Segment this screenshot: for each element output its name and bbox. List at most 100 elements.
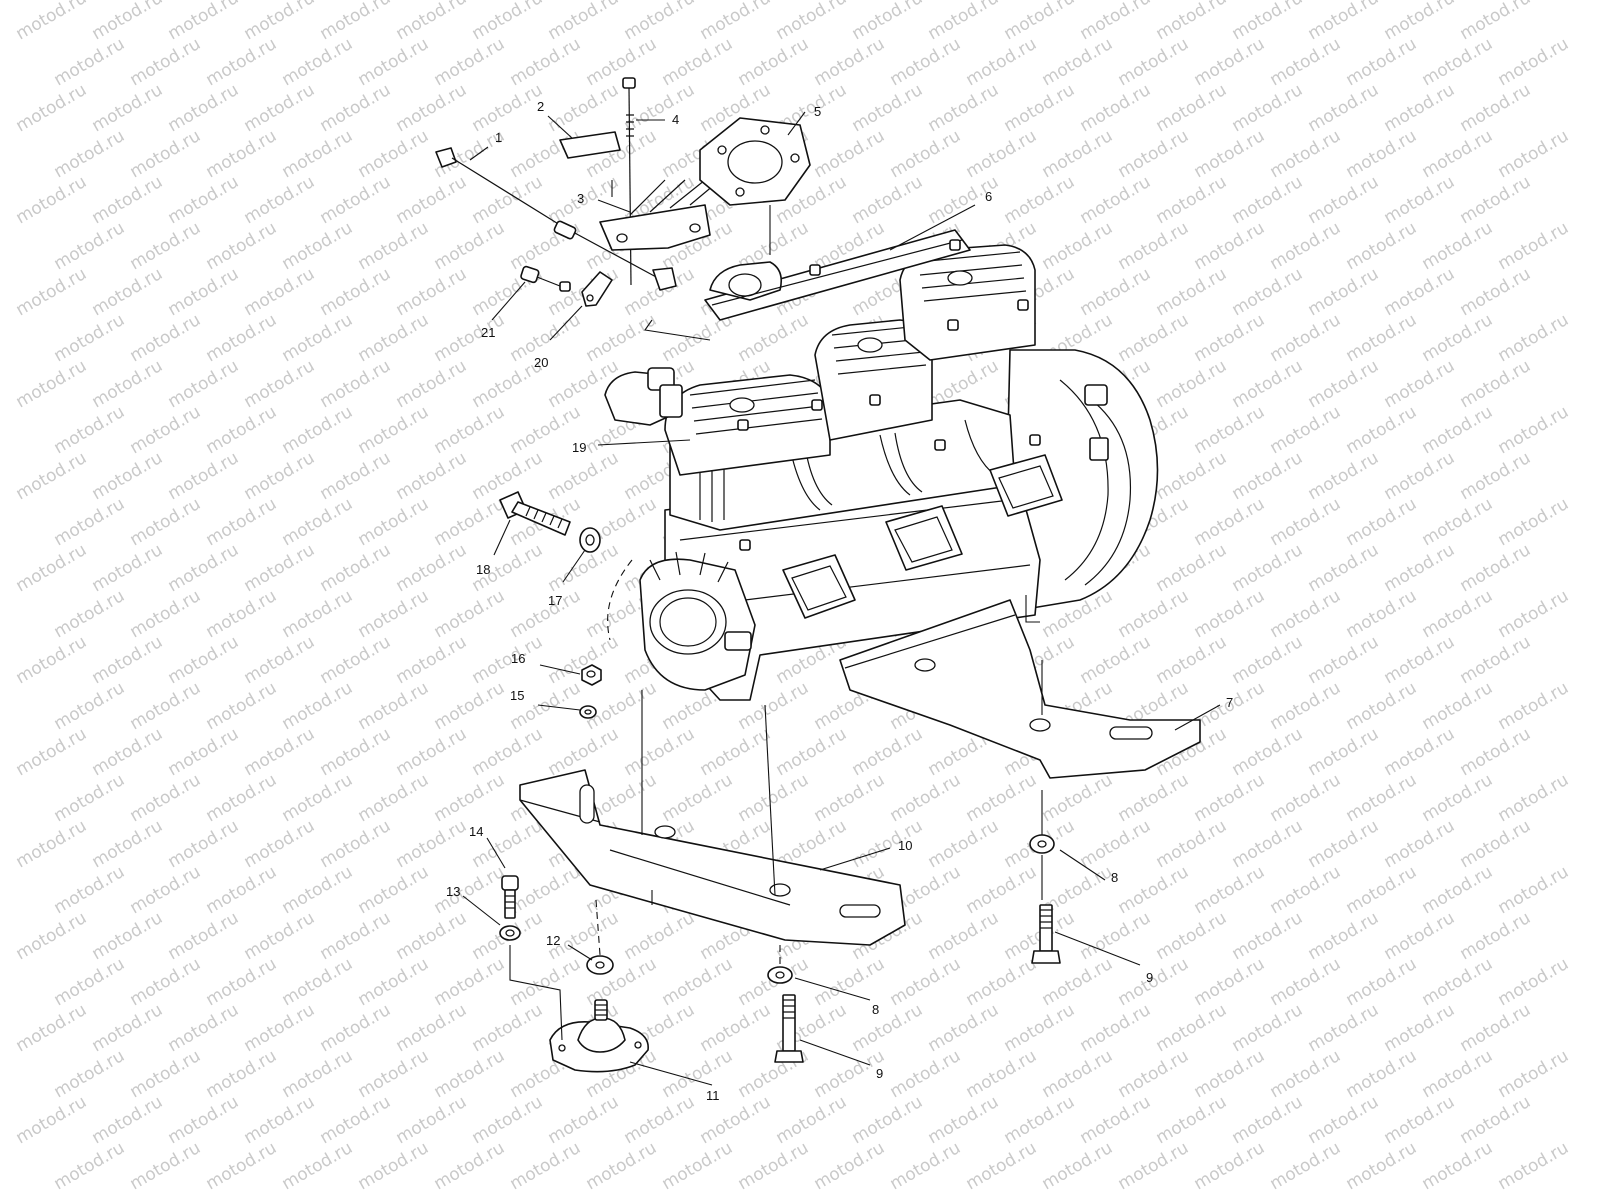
watermark-text: motod.ru	[1457, 540, 1535, 596]
assembly-lines	[509, 180, 1043, 1041]
exhaust-gasket	[699, 117, 811, 206]
watermark-text: motod.ru	[925, 1000, 1003, 1056]
watermark-text: motod.ru	[1191, 34, 1269, 90]
watermark-text: motod.ru	[507, 1138, 585, 1194]
watermark-text: motod.ru	[203, 34, 281, 90]
watermark-text: motod.ru	[1115, 1046, 1193, 1102]
watermark-text: motod.ru	[89, 264, 167, 320]
watermark-text: motod.ru	[393, 816, 471, 872]
watermark-text: motod.ru	[317, 0, 395, 44]
watermark-text: motod.ru	[203, 126, 281, 182]
watermark-text: motod.ru	[431, 862, 509, 918]
watermark-text: motod.ru	[1457, 724, 1535, 780]
watermark-text: motod.ru	[849, 80, 927, 136]
watermark-text: motod.ru	[1077, 264, 1155, 320]
watermark-text: motod.ru	[1267, 1138, 1345, 1194]
watermark-text: motod.ru	[13, 908, 91, 964]
watermark-text: motod.ru	[431, 34, 509, 90]
watermark-text: motod.ru	[1343, 34, 1421, 90]
washer-13	[499, 925, 521, 941]
watermark-text: motod.ru	[355, 402, 433, 458]
watermark-text: motod.ru	[279, 954, 357, 1010]
washer-8-lower	[767, 966, 793, 984]
watermark-text: motod.ru	[165, 80, 243, 136]
watermark-text: motod.ru	[1419, 954, 1497, 1010]
watermark-text: motod.ru	[1229, 1092, 1307, 1148]
watermark-text: motod.ru	[849, 1000, 927, 1056]
watermark-text: motod.ru	[1495, 126, 1573, 182]
watermark-text: motod.ru	[127, 126, 205, 182]
watermark-text: motod.ru	[1457, 448, 1535, 504]
watermark-text: motod.ru	[1115, 34, 1193, 90]
watermark-text: motod.ru	[1229, 632, 1307, 688]
watermark-text: motod.ru	[431, 218, 509, 274]
watermark-text: motod.ru	[355, 1138, 433, 1194]
watermark-text: motod.ru	[279, 770, 357, 826]
watermark-text: motod.ru	[1343, 402, 1421, 458]
watermark-text: motod.ru	[203, 586, 281, 642]
watermark-text: motod.ru	[1305, 632, 1383, 688]
engine-assembly	[604, 229, 1159, 701]
watermark-text: motod.ru	[241, 1092, 319, 1148]
watermark-text: motod.ru	[279, 402, 357, 458]
decal-label	[559, 131, 621, 159]
watermark-text: motod.ru	[13, 356, 91, 412]
watermark-text: motod.ru	[89, 908, 167, 964]
watermark-text: motod.ru	[1001, 80, 1079, 136]
watermark-text: motod.ru	[89, 724, 167, 780]
watermark-text: motod.ru	[165, 1000, 243, 1056]
watermark-text: motod.ru	[849, 0, 927, 44]
watermark-text: motod.ru	[887, 954, 965, 1010]
watermark-text: motod.ru	[241, 448, 319, 504]
watermark-text: motod.ru	[127, 494, 205, 550]
watermark-text: motod.ru	[773, 0, 851, 44]
watermark-text: motod.ru	[1191, 402, 1269, 458]
watermark-text: motod.ru	[1381, 448, 1459, 504]
callout-1: 1	[495, 130, 502, 145]
watermark-text: motod.ru	[583, 678, 661, 734]
watermark-text: motod.ru	[1343, 954, 1421, 1010]
watermark-text: motod.ru	[545, 0, 623, 44]
callout-6: 6	[985, 189, 992, 204]
watermark-text: motod.ru	[735, 34, 813, 90]
watermark-text: motod.ru	[1495, 586, 1573, 642]
watermark-text: motod.ru	[621, 908, 699, 964]
watermark-text: motod.ru	[887, 1046, 965, 1102]
watermark-text: motod.ru	[355, 586, 433, 642]
watermark-text: motod.ru	[1191, 126, 1269, 182]
watermark-text: motod.ru	[887, 770, 965, 826]
watermark-text: motod.ru	[165, 356, 243, 412]
watermark-text: motod.ru	[51, 126, 129, 182]
watermark-text: motod.ru	[89, 80, 167, 136]
watermark-text: motod.ru	[1267, 402, 1345, 458]
watermark-text: motod.ru	[279, 1138, 357, 1194]
callout-7: 7	[1226, 695, 1233, 710]
intake-ports	[782, 454, 1063, 619]
watermark-text: motod.ru	[89, 1000, 167, 1056]
watermark-text: motod.ru	[203, 678, 281, 734]
washer-12	[586, 955, 614, 975]
washer-8-right	[1029, 834, 1055, 854]
watermark-text: motod.ru	[279, 1046, 357, 1102]
watermark-text: motod.ru	[1115, 586, 1193, 642]
watermark-text: motod.ru	[469, 172, 547, 228]
watermark-text: motod.ru	[469, 80, 547, 136]
watermark-text: motod.ru	[1305, 448, 1383, 504]
large-bolt	[499, 491, 571, 536]
watermark-text: motod.ru	[317, 632, 395, 688]
watermark-text: motod.ru	[1001, 1000, 1079, 1056]
watermark-text: motod.ru	[507, 586, 585, 642]
watermark-text: motod.ru	[735, 770, 813, 826]
watermark-text: motod.ru	[1229, 80, 1307, 136]
watermark-text: motod.ru	[925, 1092, 1003, 1148]
watermark-text: motod.ru	[963, 770, 1041, 826]
callout-15: 15	[510, 688, 524, 703]
watermark-text: motod.ru	[13, 1092, 91, 1148]
watermark-text: motod.ru	[1305, 80, 1383, 136]
watermark-text: motod.ru	[165, 816, 243, 872]
watermark-text: motod.ru	[241, 632, 319, 688]
watermark-text: motod.ru	[13, 816, 91, 872]
throttle-cable	[435, 147, 677, 291]
watermark-text: motod.ru	[1381, 1092, 1459, 1148]
